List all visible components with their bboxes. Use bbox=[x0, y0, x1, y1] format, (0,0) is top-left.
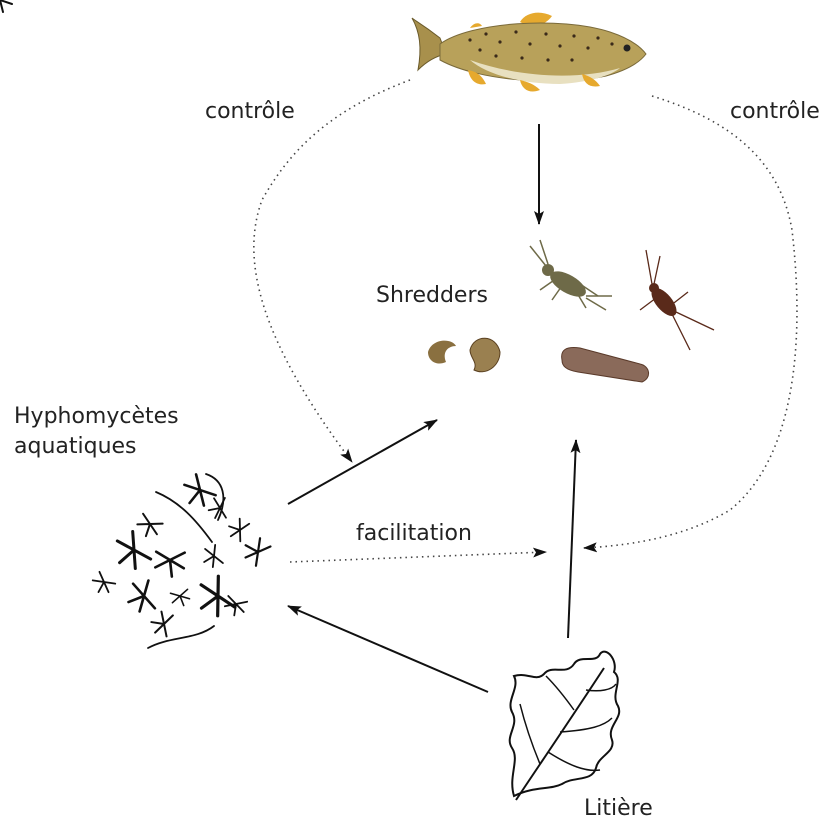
trout-icon bbox=[412, 13, 646, 92]
control-right-label: contrôle bbox=[730, 98, 820, 126]
control-right-arrow bbox=[584, 96, 797, 548]
hypho-to-shredders-arrow bbox=[288, 420, 437, 504]
litter-label: Litière bbox=[584, 795, 653, 823]
stonefly-icon bbox=[530, 240, 612, 310]
control-left-arrow bbox=[254, 80, 410, 462]
oak-leaf-icon bbox=[510, 652, 620, 800]
hyphomycetes-label: Hyphomycètes bbox=[14, 403, 179, 431]
litter-to-hypho-arrow bbox=[288, 606, 488, 692]
gammarus-icon bbox=[470, 338, 500, 372]
caddis-case-icon bbox=[562, 348, 649, 383]
hyphomycetes-label-line2: aquatiques bbox=[14, 433, 137, 461]
facilitation-label: facilitation bbox=[356, 520, 472, 548]
litter-to-shredders-arrow bbox=[568, 440, 576, 638]
gammarus-icon bbox=[428, 341, 456, 364]
control-left-label: contrôle bbox=[205, 98, 295, 126]
shredders-label: Shredders bbox=[376, 282, 488, 310]
facilitation-arrow bbox=[290, 552, 546, 562]
dark-stonefly-icon bbox=[640, 250, 714, 350]
invertebrates-icon bbox=[428, 240, 714, 382]
